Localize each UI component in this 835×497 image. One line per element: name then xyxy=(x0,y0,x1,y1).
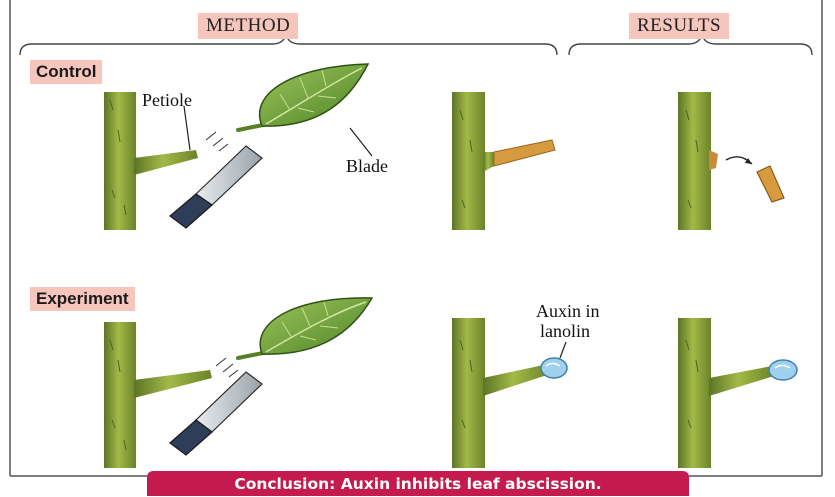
auxin-label-line1: Auxin in xyxy=(536,301,600,321)
knife-icon xyxy=(170,358,262,455)
experiment-label: Experiment xyxy=(30,287,135,311)
auxin-blob-icon xyxy=(769,360,797,380)
auxin-leader-line xyxy=(560,342,566,358)
petiole-leader-line xyxy=(184,106,190,150)
auxin-label-line2: lanolin xyxy=(540,321,590,341)
control-label: Control xyxy=(30,60,102,84)
auxin-blob-icon xyxy=(541,358,567,378)
falling-petiole-icon xyxy=(757,166,784,202)
knife-icon xyxy=(170,132,262,228)
method-header: METHOD xyxy=(198,13,298,39)
leaf-icon xyxy=(238,64,368,130)
experiment-stem-2 xyxy=(452,318,550,468)
blade-label: Blade xyxy=(346,156,388,176)
results-header: RESULTS xyxy=(629,13,729,39)
petiole-label: Petiole xyxy=(142,90,192,110)
control-result-stem xyxy=(678,92,718,230)
leaf-icon xyxy=(238,298,372,358)
blade-leader-line xyxy=(350,128,372,156)
control-stem-2 xyxy=(452,92,555,230)
conclusion-banner: Conclusion: Auxin inhibits leaf abscissi… xyxy=(147,471,689,496)
experiment-result-stem xyxy=(678,318,774,468)
